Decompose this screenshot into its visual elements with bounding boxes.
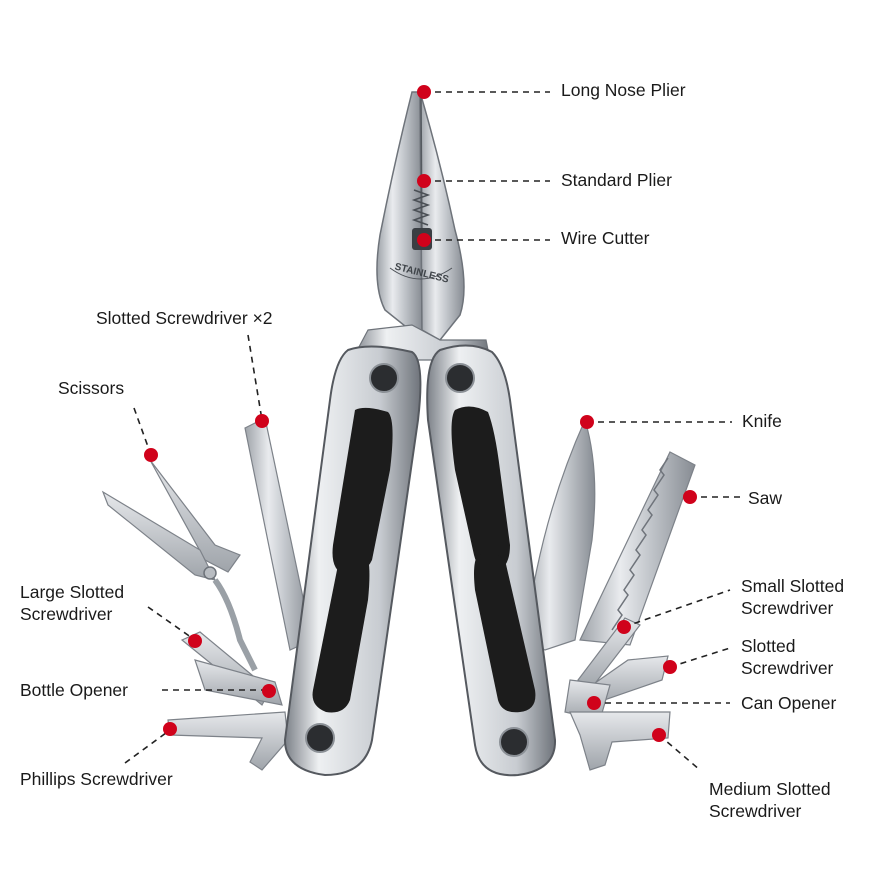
leader-lines <box>124 91 740 771</box>
marker-slotted-screwdriver-x2 <box>255 414 269 428</box>
label-wire-cutter: Wire Cutter <box>561 228 650 248</box>
marker-large-slotted-screwdriver <box>188 634 202 648</box>
label-can-opener: Can Opener <box>741 693 837 713</box>
label-knife: Knife <box>742 411 782 431</box>
leader-slotted-screwdriver <box>669 647 731 668</box>
left-handle <box>283 345 422 777</box>
label-large-slotted-screwdriver-line1: Large Slotted <box>20 582 125 602</box>
label-bottle-opener: Bottle Opener <box>20 680 128 700</box>
scissors-pivot <box>203 566 217 580</box>
medium-slotted-screwdriver-blade <box>569 711 671 771</box>
plier-serration <box>411 189 431 226</box>
marker-slotted-screwdriver <box>663 660 677 674</box>
label-small-slotted-screwdriver: Small Slotted Screwdriver <box>741 575 844 619</box>
left-handle-bottom-bolt <box>305 723 335 753</box>
label-small-slotted-screwdriver-line2: Screwdriver <box>741 598 834 618</box>
phillips-screwdriver-blade <box>167 711 289 771</box>
markers <box>144 85 697 742</box>
leader-phillips-screwdriver <box>124 729 171 764</box>
label-slotted-screwdriver-x2: Slotted Screwdriver ×2 <box>96 308 273 328</box>
label-medium-slotted-screwdriver-line2: Screwdriver <box>709 801 802 821</box>
label-small-slotted-screwdriver-line1: Small Slotted <box>741 576 845 596</box>
marker-saw <box>683 490 697 504</box>
leader-scissors <box>133 407 152 456</box>
bottle-opener-blade <box>194 659 283 706</box>
scissors-spring <box>212 578 258 672</box>
marker-phillips-screwdriver <box>163 722 177 736</box>
label-slotted-screwdriver-line1: Slotted <box>741 636 796 656</box>
left-handle-top-bolt <box>369 363 399 393</box>
label-saw: Saw <box>748 488 783 508</box>
right-tools <box>524 418 696 771</box>
marker-long-nose-plier <box>417 85 431 99</box>
leader-large-slotted-screwdriver <box>147 606 196 641</box>
label-phillips-screwdriver: Phillips Screwdriver <box>20 769 173 789</box>
label-large-slotted-screwdriver-line2: Screwdriver <box>20 604 113 624</box>
plier-jaw-seam <box>420 94 423 249</box>
right-handle-top-bolt <box>445 363 475 393</box>
right-handle <box>426 344 557 777</box>
marker-medium-slotted-screwdriver <box>652 728 666 742</box>
leader-medium-slotted-screwdriver <box>658 734 701 771</box>
right-handle-bottom-bolt <box>499 727 529 757</box>
left-tools <box>101 417 313 771</box>
label-slotted-screwdriver: Slotted Screwdriver <box>741 635 833 679</box>
marker-bottle-opener <box>262 684 276 698</box>
label-medium-slotted-screwdriver: Medium Slotted Screwdriver <box>709 778 831 822</box>
marker-knife <box>580 415 594 429</box>
saw-teeth <box>611 457 669 631</box>
leader-slotted-screwdriver-x2 <box>247 334 263 421</box>
stainless-stamp-arc <box>389 267 453 280</box>
label-long-nose-plier: Long Nose Plier <box>561 80 686 100</box>
leader-small-slotted-screwdriver <box>623 589 731 628</box>
marker-wire-cutter <box>417 233 431 247</box>
plier-head: STAINLESS <box>351 91 491 361</box>
label-slotted-screwdriver-line2: Screwdriver <box>741 658 834 678</box>
scissors-blade-upper <box>149 459 241 573</box>
marker-scissors <box>144 448 158 462</box>
marker-can-opener <box>587 696 601 710</box>
label-large-slotted-screwdriver: Large Slotted Screwdriver <box>20 581 124 625</box>
label-scissors: Scissors <box>58 378 125 398</box>
marker-standard-plier <box>417 174 431 188</box>
marker-small-slotted-screwdriver <box>617 620 631 634</box>
plier-jaw-left <box>376 91 423 331</box>
label-standard-plier: Standard Plier <box>561 170 672 190</box>
label-medium-slotted-screwdriver-line1: Medium Slotted <box>709 779 831 799</box>
